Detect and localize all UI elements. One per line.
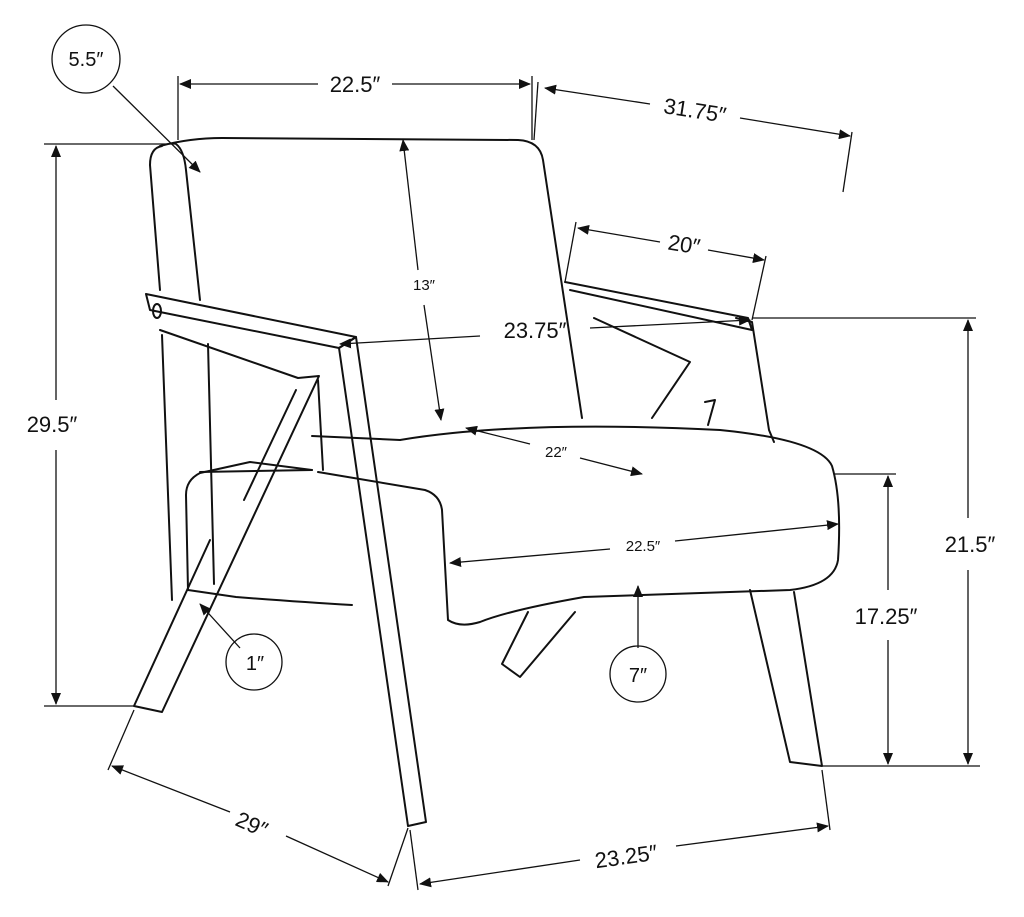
dim-overall-height: 29.5″ [27, 412, 78, 437]
dim-seat-thickness: 7″ [629, 665, 647, 687]
dim-inner-width: 23.75″ [504, 318, 567, 343]
dim-seat-depth: 22″ [545, 444, 568, 461]
chair-far-front-leg [735, 317, 775, 443]
dim-overall-width: 31.75″ [662, 93, 728, 128]
chair-far-arm [564, 281, 753, 331]
chair-near-arm [145, 293, 357, 349]
callout-circle-1 [225, 633, 283, 691]
chair-right-front-leg [749, 589, 823, 767]
dim-overall-depth: 29″ [232, 806, 272, 842]
dim-arm-height: 21.5″ [945, 532, 996, 557]
dim-back-height: 13″ [413, 277, 436, 294]
dim-seat-width: 22.5″ [626, 538, 661, 555]
chair-near-rear-leg [133, 329, 320, 713]
dim-back-width: 22.5″ [330, 72, 381, 97]
chair-rear-leg [501, 611, 576, 678]
dim-leg-span: 23.25″ [593, 840, 659, 874]
chair-seat-cushion [185, 461, 313, 591]
dim-frame-thickness: 1″ [246, 653, 264, 675]
chair-back-cushion [159, 137, 583, 419]
callout-circle-7 [609, 645, 667, 703]
callout-circle-5-5 [51, 24, 121, 94]
dim-back-thickness: 5.5″ [69, 49, 104, 71]
chair-illustration [133, 137, 841, 827]
chair-near-front-leg [338, 336, 427, 827]
dim-seat-height: 17.25″ [855, 604, 918, 629]
dimension-lines [44, 76, 980, 891]
dim-arm-length: 20″ [666, 230, 702, 260]
